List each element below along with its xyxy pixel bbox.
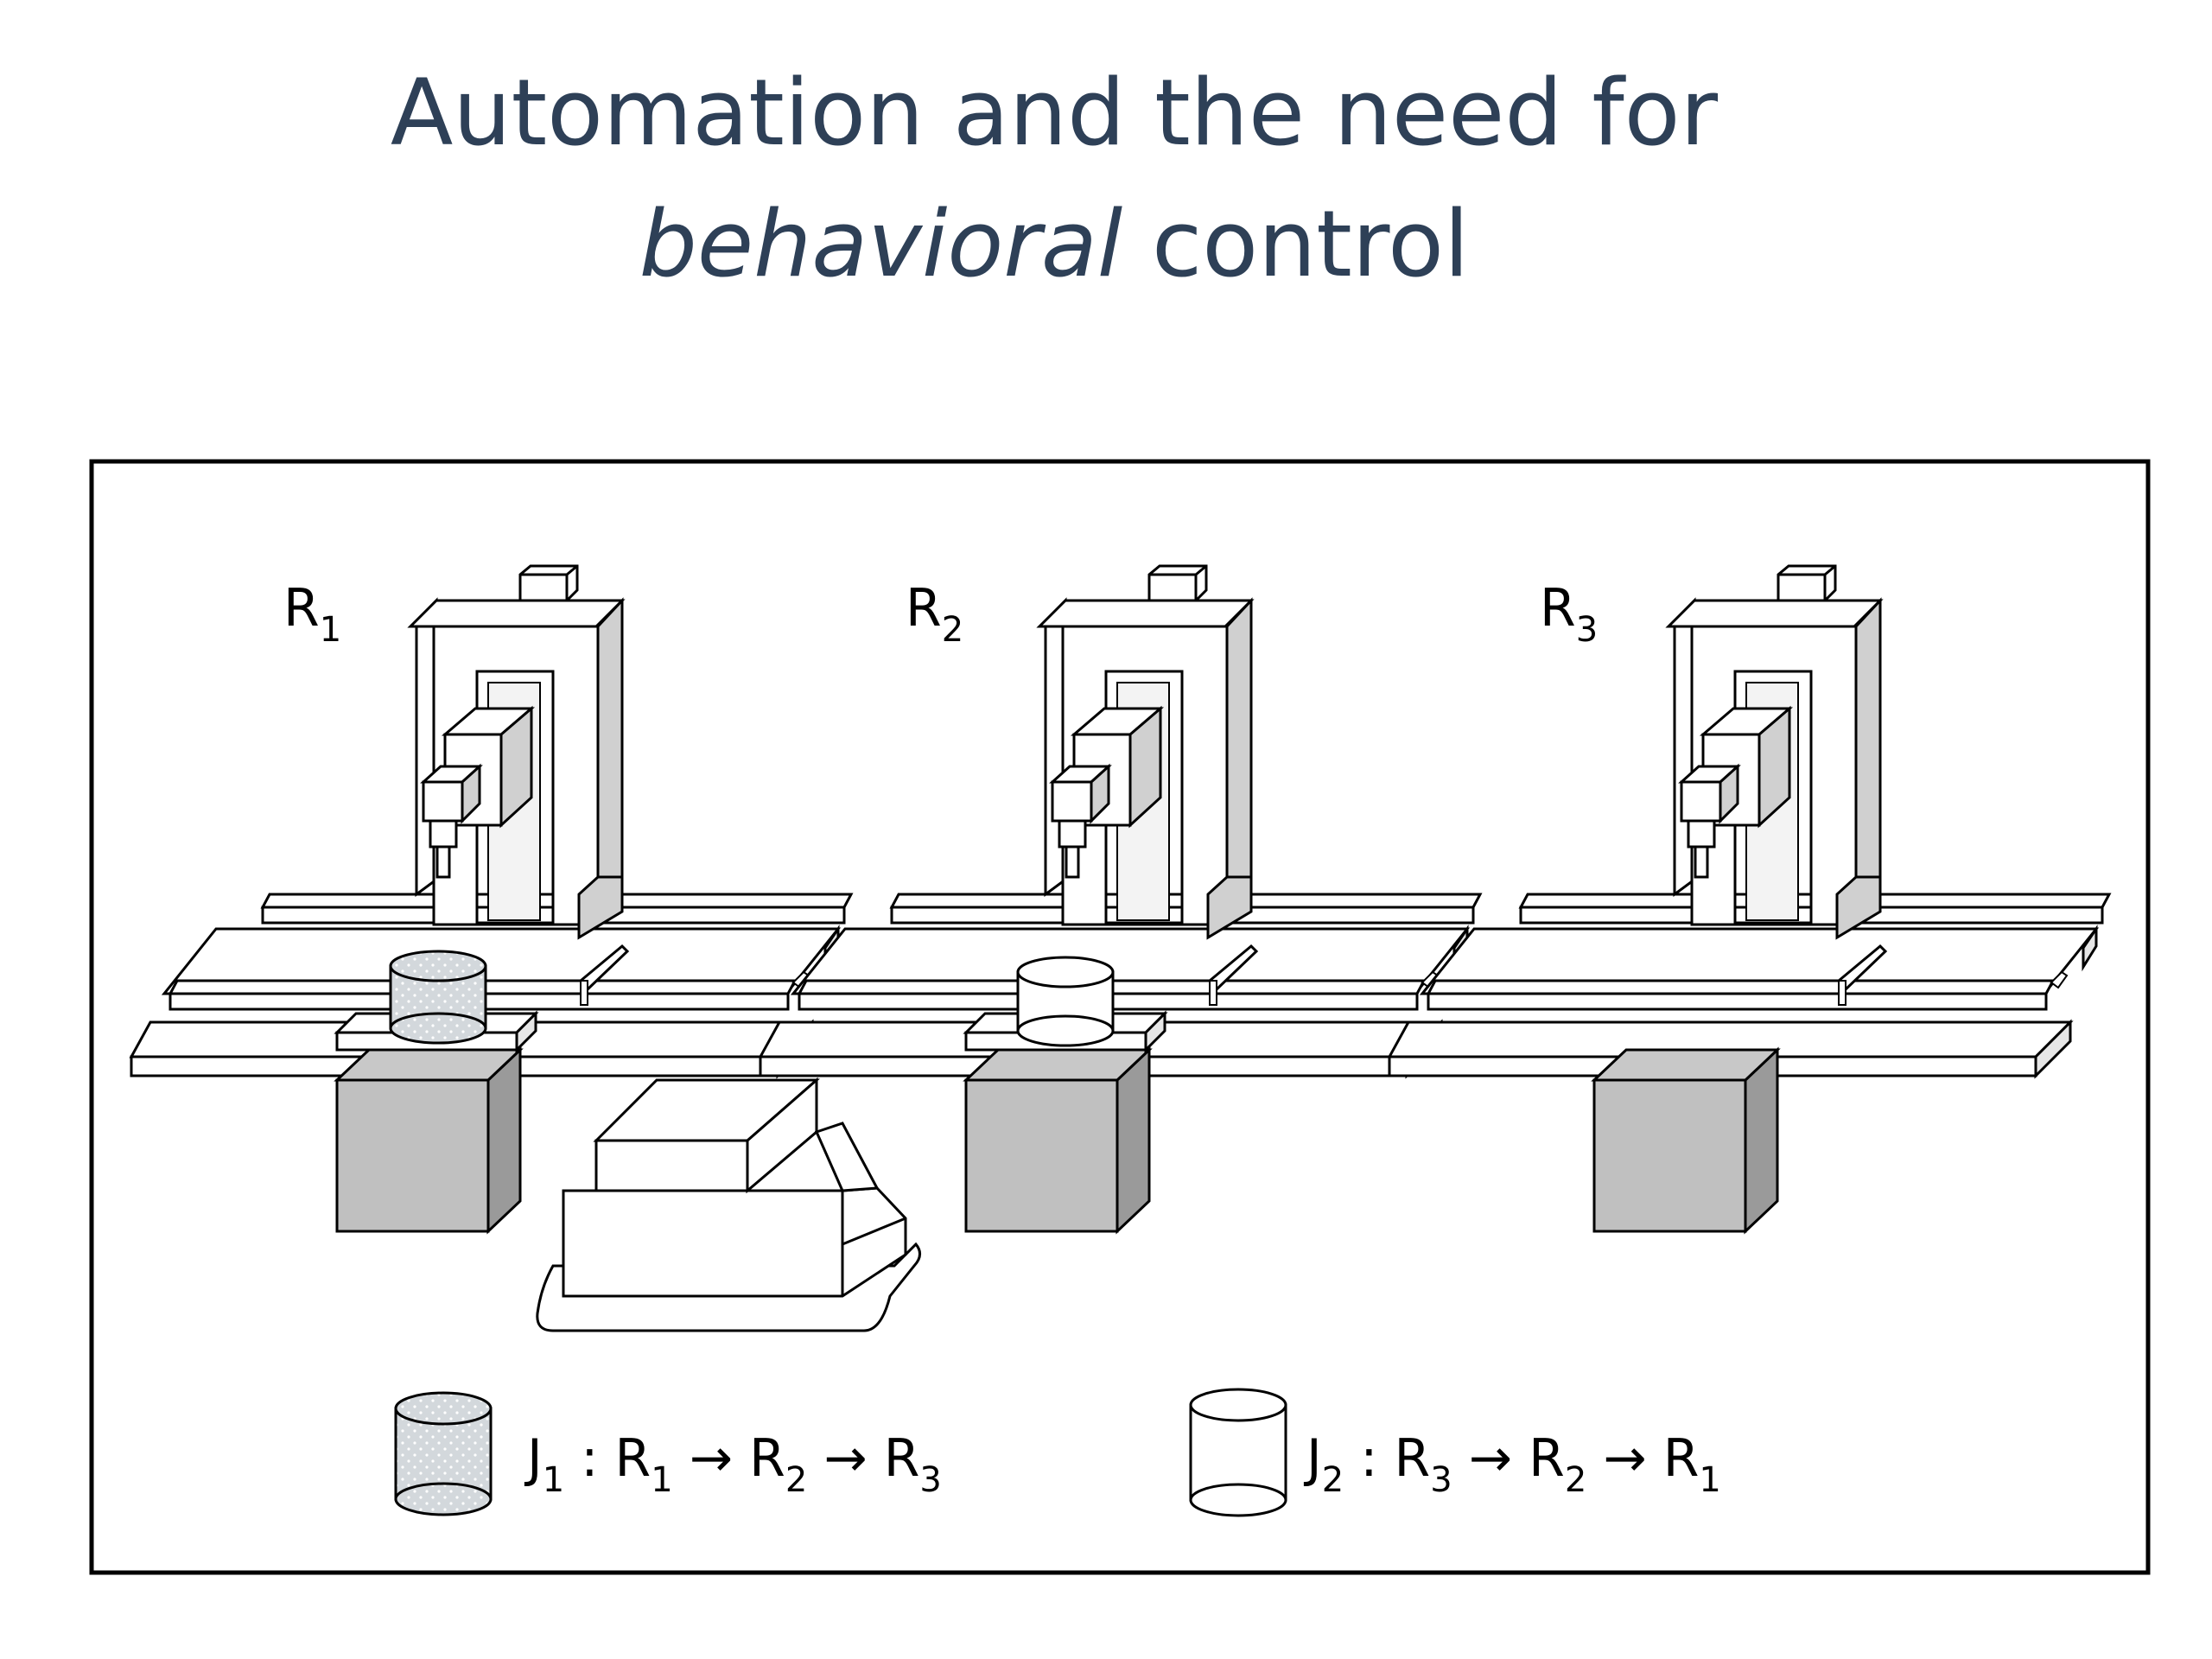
title-line-1: Automation and the need for [390, 60, 1719, 166]
title-line-2: behavioral control [0, 179, 2108, 310]
title-emphasis: behavioral [639, 191, 1123, 297]
legend-job-2: J2 : R3 → R2 → R1 [1189, 1388, 1721, 1517]
robot-1 [130, 564, 853, 1077]
station-2-cube [964, 1048, 1151, 1233]
diagram-frame [89, 459, 2151, 1575]
title-line-2-rest: control [1122, 191, 1470, 297]
job-2-part-on-r2 [1016, 956, 1115, 1047]
slide-title: Automation and the need for behavioral c… [0, 48, 2108, 310]
station-1-cube [335, 1048, 522, 1233]
robot-label-3: R3 [1540, 578, 1598, 650]
transport-unit [536, 1077, 921, 1332]
job-2-route: J2 : R3 → R2 → R1 [1303, 1428, 1721, 1500]
robot-3 [1388, 564, 2111, 1077]
legend-job-1: J1 : R1 → R2 → R3 [394, 1391, 942, 1516]
robot-label-1: R1 [283, 578, 341, 650]
job-1-route: J1 : R1 → R2 → R3 [524, 1428, 942, 1500]
station-3-cube [1592, 1048, 1779, 1233]
robot-2 [759, 564, 1482, 1077]
robot-label-2: R2 [906, 578, 963, 650]
job-1-part-on-r1 [389, 950, 487, 1045]
